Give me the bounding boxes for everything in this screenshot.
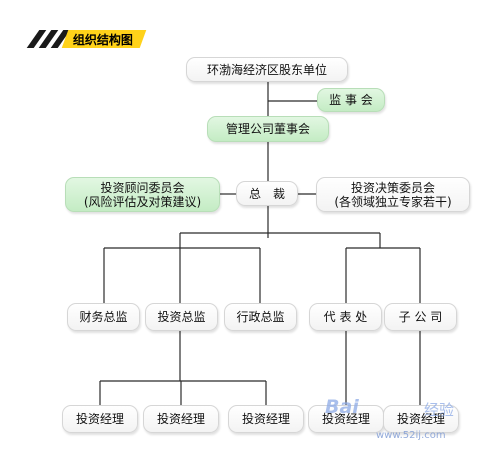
subsidiary-node: 子 公 司 bbox=[384, 303, 457, 331]
supervisors-node: 监 事 会 bbox=[317, 88, 385, 112]
watermark-logo: Bai bbox=[325, 396, 359, 418]
advisory-committee-node: 投资顾问委员会 (风险评估及对策建议) bbox=[65, 177, 220, 212]
investment-director-node: 投资总监 bbox=[145, 303, 218, 331]
watermark-url: www.52ij.com bbox=[376, 430, 446, 441]
investment-manager-node: 投资经理 bbox=[383, 405, 459, 433]
investment-manager-node: 投资经理 bbox=[228, 405, 304, 433]
section-header: 组织结构图 bbox=[25, 30, 147, 48]
board-node: 管理公司董事会 bbox=[207, 116, 329, 142]
watermark-tag: 经验 bbox=[424, 401, 455, 419]
section-title: 组织结构图 bbox=[61, 30, 147, 48]
admin-director-node: 行政总监 bbox=[224, 303, 297, 331]
investment-manager-node: 投资经理 bbox=[62, 405, 138, 433]
investment-manager-node: 投资经理 bbox=[143, 405, 219, 433]
representative-office-node: 代 表 处 bbox=[309, 303, 382, 331]
shareholder-node: 环渤海经济区股东单位 bbox=[186, 57, 348, 82]
president-node: 总 裁 bbox=[236, 181, 298, 206]
decision-committee-node: 投资决策委员会 (各领域独立专家若干) bbox=[316, 177, 470, 212]
finance-director-node: 财务总监 bbox=[67, 303, 140, 331]
